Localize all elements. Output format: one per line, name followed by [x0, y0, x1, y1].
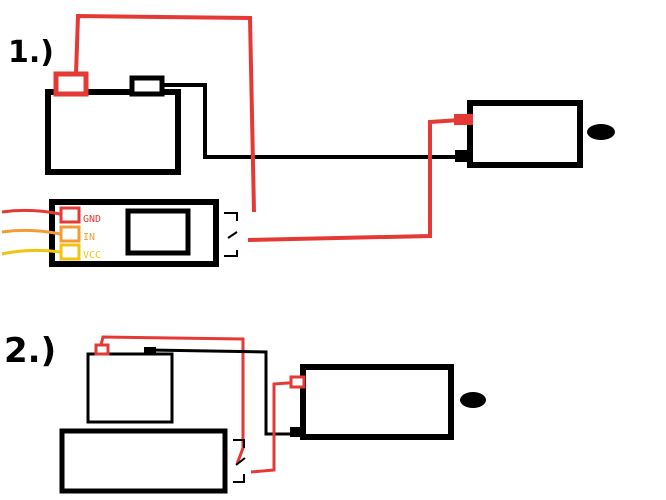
vcc-pin: [59, 243, 81, 261]
gnd-pin: [59, 206, 81, 224]
gnd-wire: [1, 208, 61, 216]
negative-wire-2: [149, 348, 302, 436]
switch-to-motor-wire-2: [250, 380, 303, 474]
vcc-wire: [1, 248, 61, 256]
in-pin: [59, 225, 81, 243]
motor-2-shaft: [460, 392, 486, 408]
in-wire: [1, 228, 61, 236]
positive-wire-to-switch: [74, 13, 256, 213]
step-2-label: 2.): [4, 331, 56, 371]
motor-positive-terminal: [454, 114, 473, 125]
motor-shaft: [587, 124, 615, 140]
switch-to-motor-wire: [247, 118, 461, 242]
vcc-pin-label: VCC: [83, 250, 101, 261]
motor-body: [467, 100, 583, 168]
motor-2-negative-terminal: [290, 427, 303, 437]
motor-2-positive-terminal: [289, 375, 306, 389]
motor-negative-terminal: [455, 150, 472, 162]
in-pin-label: IN: [83, 232, 95, 243]
positive-wire-2-to-switch: [99, 335, 245, 465]
gnd-pin-label: GND: [83, 214, 101, 225]
negative-wire: [162, 83, 465, 159]
battery-2-positive-terminal: [94, 343, 110, 356]
battery-negative-terminal: [129, 75, 165, 97]
switch-contact-middle: [227, 231, 238, 239]
battery-positive-terminal: [53, 71, 89, 97]
motor-2-body: [300, 364, 454, 440]
switch-2-contact-middle: [235, 457, 246, 466]
switch-contact-bottom: [224, 250, 238, 257]
battery-body: [45, 89, 181, 175]
relay-module-2-body: [59, 428, 228, 494]
step-1-label: 1.): [8, 35, 54, 70]
switch-2-contact-top: [233, 439, 245, 448]
switch-contact-top: [224, 212, 238, 221]
switch-2-contact-bottom: [233, 474, 245, 483]
battery-2-body: [86, 352, 174, 424]
relay-module-chip: [125, 208, 191, 256]
